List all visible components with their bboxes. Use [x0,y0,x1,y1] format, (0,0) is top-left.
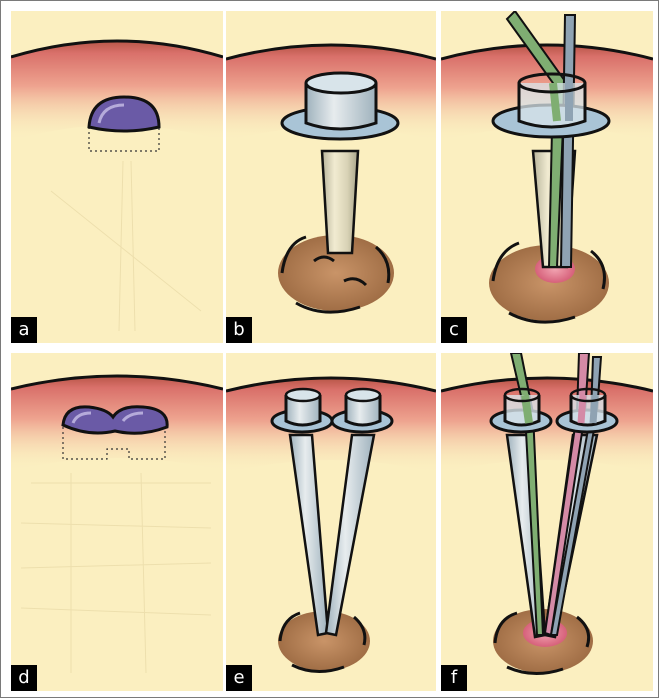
panel-a-illustration [11,11,223,343]
panel-f-illustration [441,353,653,691]
panel-label-a: a [11,317,37,343]
panel-e: e [226,353,436,691]
panel-label-b: b [226,317,252,343]
panel-f: f [441,353,653,691]
panel-e-illustration [226,353,436,691]
panel-c: c [441,11,653,343]
panel-label-c: c [441,317,467,343]
panel-d-illustration [11,353,223,691]
incision-opening [89,97,159,131]
panel-d: d [11,353,223,691]
trocar-port-top [306,73,376,93]
panel-b-illustration [226,11,436,343]
panel-label-e: e [226,665,252,691]
panel-c-illustration [441,11,653,343]
panel-b: b [226,11,436,343]
panel-label-f: f [441,665,467,691]
panel-a: a [11,11,223,343]
trocar-sheath [322,151,358,253]
panel-label-d: d [11,665,37,691]
